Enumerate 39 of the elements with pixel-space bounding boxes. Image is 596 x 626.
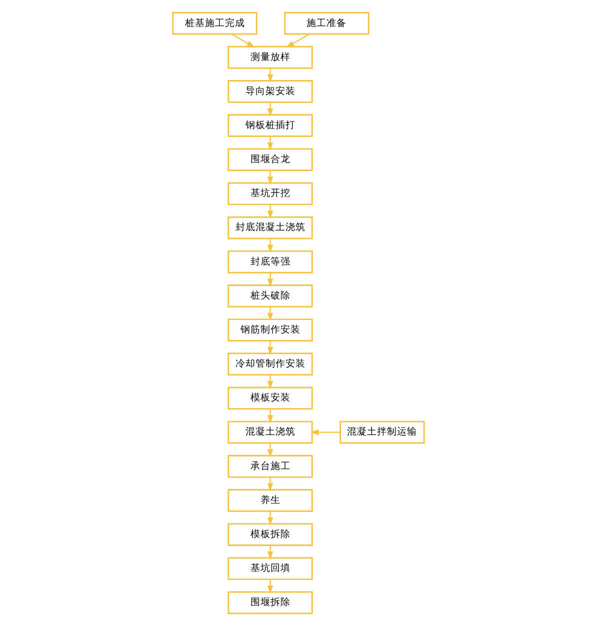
arrow: [266, 511, 273, 526]
arrow: [310, 429, 340, 436]
node-box: 冷却管制作安装: [227, 352, 312, 376]
arrow: [266, 102, 273, 117]
node-box: 钢板桩插打: [227, 114, 312, 137]
node-box: 钢筋制作安装: [227, 318, 312, 342]
node-box: 封底等强: [227, 250, 312, 274]
arrow: [266, 238, 273, 253]
node-box: 混凝土浇筑: [227, 420, 312, 444]
node-box: 混凝土拌制运输: [339, 420, 424, 444]
arrow: [266, 170, 273, 185]
node-box: 模板拆除: [227, 523, 312, 546]
arrow: [266, 477, 273, 492]
arrow: [266, 408, 273, 424]
node-box: 测量放样: [227, 46, 312, 69]
arrow: [266, 272, 273, 287]
node-box: 养生: [227, 489, 312, 512]
arrow: [266, 306, 273, 322]
arrow: [230, 34, 254, 48]
arrow: [266, 68, 273, 83]
arrow: [266, 443, 273, 458]
node-box: 承台施工: [227, 454, 312, 478]
node-box: 施工准备: [284, 12, 369, 35]
node-box: 基坑开挖: [227, 182, 312, 206]
arrow: [266, 545, 273, 560]
node-box: 桩头破除: [227, 284, 312, 308]
node-box: 基坑回填: [227, 557, 312, 580]
node-box: 围堰合龙: [227, 148, 312, 172]
arrow: [266, 204, 273, 219]
arrow: [266, 374, 273, 390]
node-box: 围堰拆除: [227, 591, 312, 614]
arrow: [266, 579, 273, 594]
arrow: [285, 34, 310, 48]
node-box: 导向架安装: [227, 80, 312, 103]
arrow: [266, 340, 273, 356]
node-box: 模板安装: [227, 386, 312, 410]
node-box: 封底混凝土浇筑: [227, 216, 312, 240]
node-box: 桩基施工完成: [172, 12, 257, 35]
arrow: [266, 136, 273, 151]
